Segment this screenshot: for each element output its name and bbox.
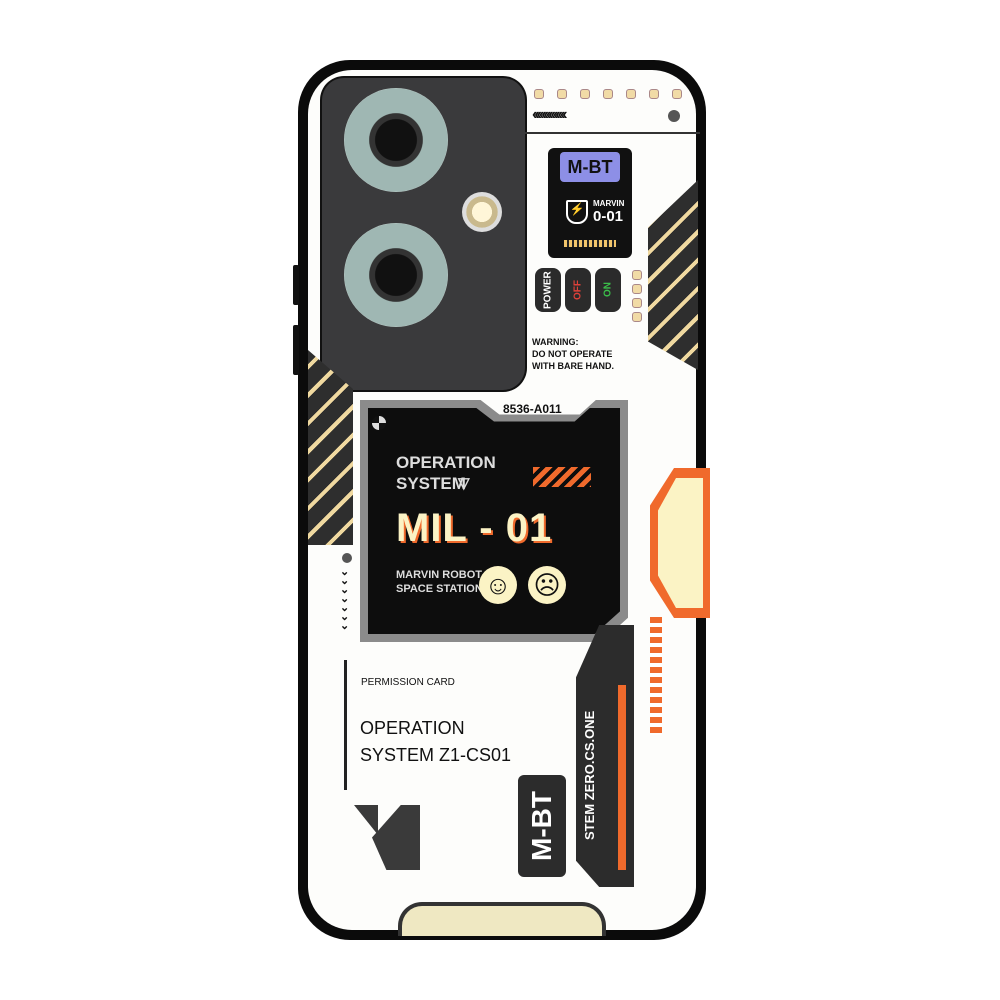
warning-stripes	[533, 467, 591, 487]
stem-label: STEM ZERO.CS.ONE	[582, 710, 597, 840]
lightning-shield-icon: ⚡	[566, 200, 588, 224]
model-title: MIL - 01	[396, 506, 553, 550]
card-line	[344, 660, 347, 790]
marvin-label: MARVIN	[593, 199, 625, 208]
mbt-label: M-BT	[560, 152, 620, 182]
indicator-dots-vertical	[632, 270, 642, 322]
on-button: ON	[595, 268, 621, 312]
striped-panel-left	[308, 350, 353, 545]
side-button	[293, 265, 299, 305]
side-button	[293, 325, 299, 375]
warning-line: WARNING:	[532, 337, 579, 347]
warning-line: WITH BARE HAND.	[532, 361, 614, 371]
operation-system-title: OPERATION	[360, 718, 465, 738]
divider-line	[525, 132, 700, 134]
marvin-robot-label: MARVIN ROBOT	[396, 569, 482, 581]
camera-lens-bottom	[344, 223, 448, 327]
chevrons-down-icon: ⌄⌄⌄⌄⌄⌄⌄	[340, 566, 350, 632]
hexagon-inner	[658, 478, 703, 608]
indicator-dots	[534, 89, 682, 99]
sad-face-icon: ☹	[528, 566, 566, 604]
camera-lens-top	[344, 88, 448, 192]
system-label: SYSTEM	[396, 474, 466, 493]
orange-indicator-column	[650, 617, 662, 735]
flash-icon	[462, 192, 502, 232]
warning-text: WARNING: DO NOT OPERATE WITH BARE HAND.	[532, 336, 614, 372]
off-button: OFF	[565, 268, 591, 312]
bottom-tab	[398, 902, 606, 936]
close-icon	[668, 110, 680, 122]
operation-label: OPERATION	[396, 453, 496, 472]
chip-contacts	[564, 240, 616, 247]
chevrons-left-icon: ‹‹‹‹‹‹‹‹‹‹‹‹‹‹	[532, 106, 568, 123]
operation-system-id: SYSTEM Z1-CS01	[360, 745, 512, 765]
marvin-id: 0-01	[593, 208, 624, 225]
radiation-icon	[372, 416, 386, 430]
warning-line: DO NOT OPERATE	[532, 349, 613, 359]
power-label: POWER	[535, 268, 561, 312]
orange-bar	[618, 685, 626, 870]
mbt-bottom-label: M-BT	[518, 775, 566, 877]
code-label: 8536-A011	[503, 402, 562, 416]
permission-label: PERMISSION CARD	[361, 677, 455, 688]
triangle-icon: ▽	[458, 475, 470, 492]
close-icon	[342, 553, 352, 563]
smiley-face-icon: ☺	[479, 566, 517, 604]
space-station-label: SPACE STATION	[396, 583, 483, 595]
